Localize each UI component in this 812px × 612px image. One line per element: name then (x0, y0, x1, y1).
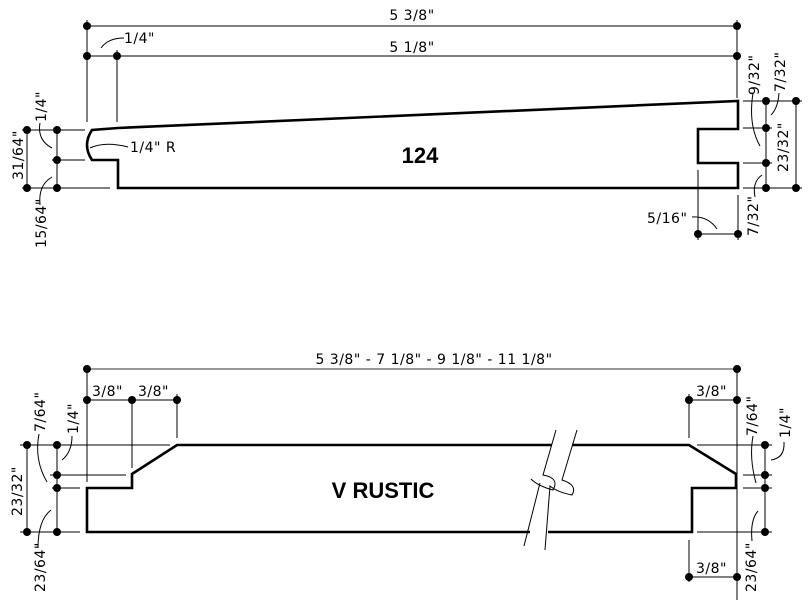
dim-right-top-step: 3/8" (696, 384, 727, 400)
break-symbol (523, 429, 578, 551)
leader-arrow (691, 216, 718, 230)
v-rustic-outline-right (548, 443, 738, 534)
dimension-dot (53, 126, 61, 134)
profile-v-rustic: 5 3/8" - 7 1/8" - 9 1/8" - 11 1/8" 3/8" … (10, 352, 794, 600)
dim-right-total-thickness: 23/32" (776, 122, 792, 172)
dim-left-bevel-height: 1/4" (66, 403, 82, 434)
dim-left-total-thickness: 23/32" (10, 466, 26, 516)
dim-face-width: 5 1/8" (389, 40, 434, 56)
dimension-dot (792, 97, 800, 105)
leader-arrow (751, 510, 759, 542)
dim-left-small-thickness: 7/64" (33, 392, 49, 432)
dimension-dot (685, 396, 693, 404)
dimension-dot (173, 396, 181, 404)
dimension-dot (53, 471, 61, 479)
leader-arrow (89, 143, 129, 149)
dim-right-small-thickness: 7/64" (745, 396, 761, 436)
dim-right-lower-thickness: 23/64" (744, 542, 760, 592)
dimension-dot (23, 184, 31, 192)
v-rustic-label: V RUSTIC (332, 478, 435, 503)
dim-right-top-offset: 9/32" (747, 55, 763, 95)
dimension-dot (83, 396, 91, 404)
profile-124: 5 3/8" 5 1/8" 1/4" 1/4" R 1/4" 31/64" 15… (11, 8, 802, 248)
dimension-dot (761, 484, 769, 492)
leader-arrow (770, 92, 780, 116)
dimension-dot (761, 471, 769, 479)
dimension-dot (762, 159, 770, 167)
leader-arrow (61, 435, 73, 461)
leader-arrow (751, 435, 757, 484)
dimension-dot (53, 528, 61, 536)
leader-arrow (100, 37, 125, 49)
dimension-dot (23, 441, 31, 449)
dim-left-step-1: 3/8" (92, 384, 123, 400)
dimension-dot (762, 184, 770, 192)
dim-right-top-small: 7/32" (773, 52, 789, 92)
profile-124-outline (85, 99, 740, 190)
dimension-dot (23, 126, 31, 134)
dim-groove-depth: 5/16" (647, 211, 687, 227)
leader-arrow (37, 509, 52, 549)
dim-left-lip-height: 1/4" (34, 91, 50, 122)
dim-widths: 5 3/8" - 7 1/8" - 9 1/8" - 11 1/8" (315, 352, 552, 368)
profile-124-label: 124 (402, 143, 439, 168)
dim-left-step-2: 3/8" (138, 384, 169, 400)
dim-overall-width: 5 3/8" (389, 8, 434, 24)
dimension-dot (762, 97, 770, 105)
dim-right-bevel-height: 1/4" (778, 407, 794, 438)
dimension-dot (53, 484, 61, 492)
dimension-dot (733, 52, 741, 60)
dim-left-total-thickness: 31/64" (11, 130, 27, 180)
v-rustic-outline-left (85, 443, 552, 534)
leader-arrow (751, 92, 761, 147)
dimension-dot (762, 124, 770, 132)
dimension-dot (734, 230, 742, 238)
dimension-dot (792, 184, 800, 192)
dim-left-lower-thickness: 23/64" (33, 542, 49, 592)
dimension-dot (23, 528, 31, 536)
dim-left-lower-thickness: 15/64" (34, 198, 50, 248)
dimension-dot (761, 441, 769, 449)
dimension-dot (733, 396, 741, 404)
leader-arrow (39, 122, 53, 149)
dim-right-bottom-step: 3/8" (696, 561, 727, 577)
dim-lip-offset: 1/4" (124, 31, 155, 47)
dim-radius: 1/4" R (130, 140, 176, 156)
dimension-dot (83, 52, 91, 60)
dimension-dot (685, 573, 693, 581)
leader-arrow (37, 433, 48, 483)
leader-arrow (753, 174, 763, 198)
dimension-dot (128, 396, 136, 404)
leader-arrow (770, 441, 785, 461)
dimension-dot (113, 52, 121, 60)
dim-right-bottom-small: 7/32" (746, 196, 762, 236)
dimension-dot (733, 22, 741, 30)
leader-arrow (39, 176, 53, 206)
dimension-dot (761, 528, 769, 536)
dimension-dot (83, 22, 91, 30)
dimension-dot (53, 184, 61, 192)
dimension-dot (733, 573, 741, 581)
dimension-dot (53, 156, 61, 164)
dimension-dot (694, 230, 702, 238)
dimension-dot (53, 441, 61, 449)
